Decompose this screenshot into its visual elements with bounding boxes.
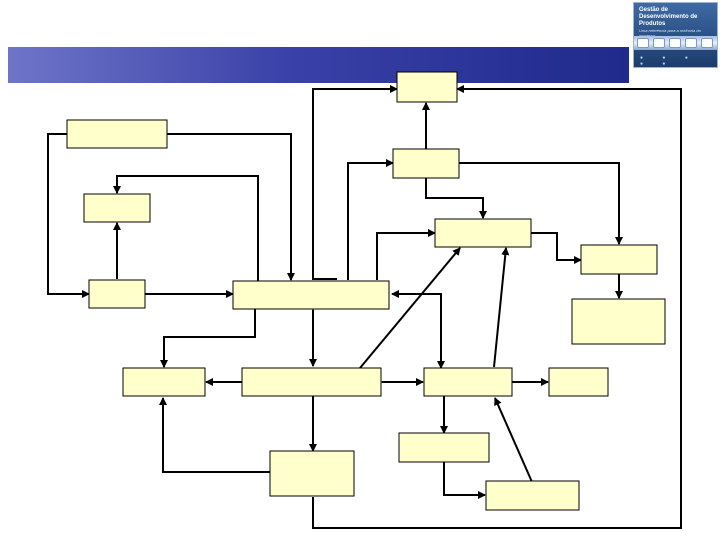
box-right-mid	[434, 218, 532, 248]
connector-lt-lb	[47, 133, 90, 298]
logo-band	[634, 36, 717, 50]
box-row3-far-right	[548, 367, 609, 397]
box-bottom-right-lower	[485, 480, 580, 511]
box-right-upper	[392, 148, 460, 179]
box-center	[232, 280, 390, 310]
logo-dots: ● ● ● ● ●	[640, 55, 697, 67]
logo-tagline: Uma referência para a melhoria do proces…	[639, 28, 701, 38]
logo: Gestão de Desenvolvimento de Produtos Um…	[633, 2, 718, 68]
box-top	[396, 71, 458, 103]
diagram-boxes	[66, 71, 666, 511]
connector-lt-center	[167, 133, 295, 281]
box-bottom-center	[269, 450, 355, 497]
connector-rm-fru	[531, 232, 582, 264]
connector-center-lm	[113, 175, 259, 281]
box-row3-center	[241, 367, 382, 397]
box-far-right-upper	[580, 244, 658, 275]
logo-title: Gestão de Desenvolvimento de Produtos	[639, 7, 717, 28]
box-left-top	[66, 119, 168, 149]
connector-ru-rm	[425, 178, 487, 219]
logo-line2: Desenvolvimento de Produtos	[639, 14, 698, 27]
connector-bru-brl	[443, 462, 486, 499]
logo-line1: Gestão de	[639, 7, 669, 13]
connector-ru-fru	[459, 162, 623, 245]
connector-center-rm	[376, 229, 436, 280]
connector-bc-r3l	[159, 397, 270, 473]
connectors	[47, 85, 682, 529]
connector-outer-loop-left	[312, 85, 398, 280]
connector-brl-r3r	[494, 397, 533, 483]
box-far-right-lower	[571, 298, 666, 345]
connector-center-ru	[347, 159, 394, 280]
connector-r3r-rm	[493, 247, 510, 368]
box-bottom-right-upper	[398, 432, 490, 463]
connector-center-r3l	[160, 309, 256, 368]
title-bar	[8, 47, 629, 83]
box-row3-right	[423, 367, 513, 397]
box-left-mid	[83, 193, 151, 223]
connector-center-r3r	[421, 293, 445, 369]
connector-outer-loop	[312, 85, 682, 529]
box-row3-left	[122, 367, 206, 397]
box-left-bottom	[88, 279, 146, 309]
connector-diag-r3c-rm	[359, 247, 461, 369]
